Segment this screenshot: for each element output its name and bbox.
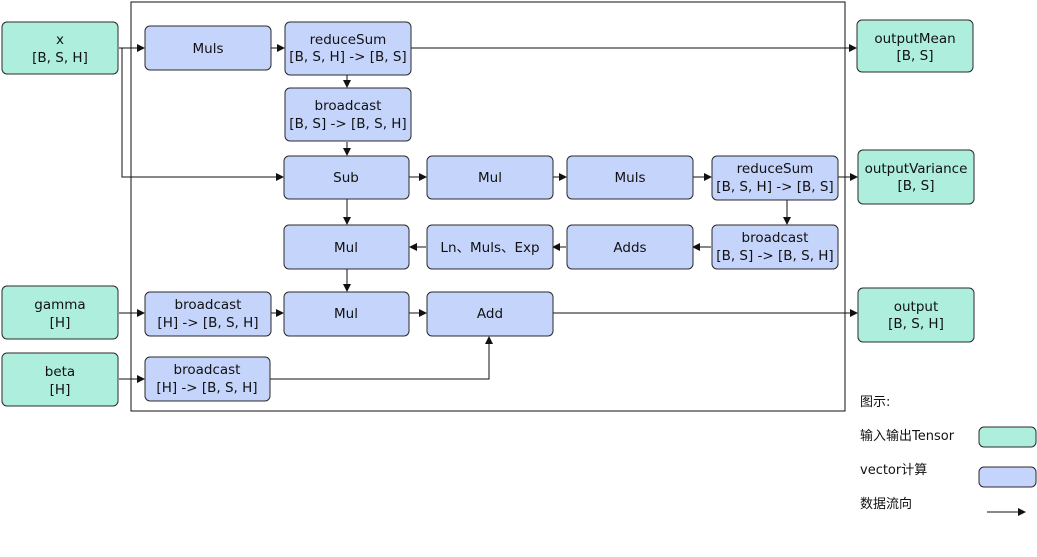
svg-text:beta: beta xyxy=(45,364,75,380)
output-variance: outputVariance [B, S] xyxy=(857,149,975,205)
edge-broadcastbeta-add xyxy=(270,336,493,380)
legend-vector-swatch xyxy=(978,466,1037,488)
edges xyxy=(119,44,858,383)
svg-text:outputMean: outputMean xyxy=(874,31,955,47)
svg-text:[B, S]: [B, S] xyxy=(898,178,935,194)
svg-text:Muls: Muls xyxy=(193,41,224,57)
svg-text:Ln、Muls、Exp: Ln、Muls、Exp xyxy=(440,240,539,256)
op-add: Add xyxy=(426,291,554,337)
svg-text:Adds: Adds xyxy=(613,240,646,256)
output-mean: outputMean [B, S] xyxy=(856,19,974,73)
svg-text:broadcast: broadcast xyxy=(742,230,809,246)
op-ln-muls-exp: Ln、Muls、Exp xyxy=(426,224,554,270)
legend: 图示: 输入输出Tensor vector计算 数据流向 xyxy=(860,395,1037,516)
svg-text:broadcast: broadcast xyxy=(315,98,382,114)
svg-text:reduceSum: reduceSum xyxy=(310,32,387,48)
op-broadcast-2: broadcast [B, S] -> [B, S, H] xyxy=(711,224,839,270)
op-mul-1: Mul xyxy=(426,155,554,200)
input-beta: beta [H] xyxy=(1,352,119,407)
legend-io-label: 输入输出Tensor xyxy=(860,428,955,444)
op-reducesum-2: reduceSum [B, S, H] -> [B, S] xyxy=(711,155,839,201)
legend-io-swatch xyxy=(978,426,1037,448)
svg-text:Muls: Muls xyxy=(615,170,646,186)
svg-text:x: x xyxy=(56,32,64,48)
op-mul-2: Mul xyxy=(283,224,410,270)
svg-text:[B, S] -> [B, S, H]: [B, S] -> [B, S, H] xyxy=(289,116,406,132)
legend-vector-label: vector计算 xyxy=(860,463,927,478)
op-sub: Sub xyxy=(283,155,410,200)
svg-text:[H] -> [B, S, H]: [H] -> [B, S, H] xyxy=(157,315,258,331)
svg-text:[H] -> [B, S, H]: [H] -> [B, S, H] xyxy=(156,380,257,396)
op-broadcast-beta: broadcast [H] -> [B, S, H] xyxy=(144,356,271,402)
svg-text:Mul: Mul xyxy=(334,306,358,322)
svg-text:Mul: Mul xyxy=(478,170,502,186)
legend-flow-label: 数据流向 xyxy=(860,496,912,512)
svg-text:[H]: [H] xyxy=(50,382,71,398)
input-x: x [B, S, H] xyxy=(1,21,119,75)
svg-text:[B, S]: [B, S] xyxy=(897,48,934,64)
svg-text:reduceSum: reduceSum xyxy=(737,161,814,177)
input-gamma: gamma [H] xyxy=(1,285,119,340)
legend-title: 图示: xyxy=(860,395,890,410)
svg-text:gamma: gamma xyxy=(34,297,85,313)
svg-text:Add: Add xyxy=(477,306,503,322)
output-result: output [B, S, H] xyxy=(857,287,975,343)
svg-text:[B, S, H] -> [B, S]: [B, S, H] -> [B, S] xyxy=(716,179,833,195)
svg-text:[H]: [H] xyxy=(50,315,71,331)
svg-text:output: output xyxy=(894,299,939,315)
svg-text:broadcast: broadcast xyxy=(175,297,242,313)
op-muls-1: Muls xyxy=(144,25,272,71)
op-reducesum-1: reduceSum [B, S, H] -> [B, S] xyxy=(284,21,412,76)
svg-text:[B, S] -> [B, S, H]: [B, S] -> [B, S, H] xyxy=(716,248,833,264)
edge-x-sub xyxy=(121,48,284,181)
compute-region-frame xyxy=(130,1,846,412)
svg-text:Sub: Sub xyxy=(333,170,359,186)
op-broadcast-1: broadcast [B, S] -> [B, S, H] xyxy=(284,87,412,142)
op-broadcast-gamma: broadcast [H] -> [B, S, H] xyxy=(144,291,272,337)
op-muls-2: Muls xyxy=(566,155,694,200)
op-adds: Adds xyxy=(566,224,694,270)
svg-text:[B, S, H]: [B, S, H] xyxy=(888,316,944,332)
svg-text:Mul: Mul xyxy=(334,240,358,256)
svg-text:broadcast: broadcast xyxy=(174,362,241,378)
svg-text:[B, S, H] -> [B, S]: [B, S, H] -> [B, S] xyxy=(289,49,406,65)
op-mul-3: Mul xyxy=(283,291,410,337)
svg-text:outputVariance: outputVariance xyxy=(865,161,968,177)
svg-text:[B, S, H]: [B, S, H] xyxy=(32,50,88,66)
